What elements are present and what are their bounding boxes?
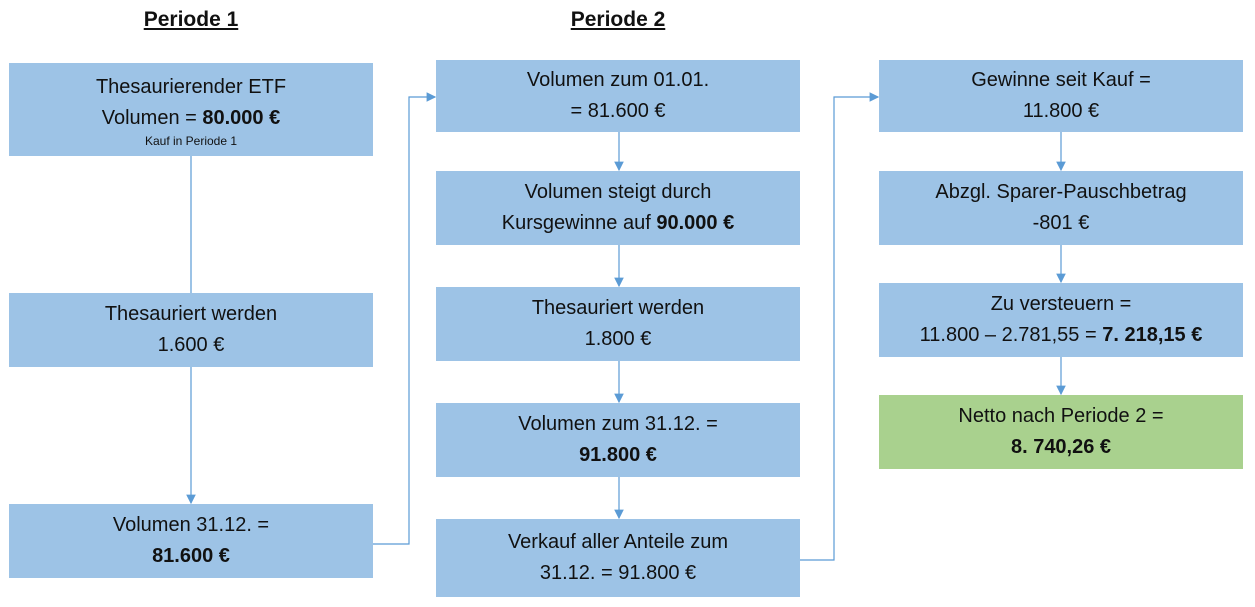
line: Thesaurierender ETF xyxy=(95,75,287,98)
text: Kursgewinne auf xyxy=(501,212,657,234)
period1-header: Periode 1 xyxy=(143,8,239,31)
gains-box: Gewinne seit Kauf = 11.800 € xyxy=(879,60,1243,132)
period2-header: Periode 2 xyxy=(570,8,666,31)
thesauriert-p1-box: Thesauriert werden 1.600 € xyxy=(9,293,373,367)
value: 8. 740,26 € xyxy=(1010,436,1112,458)
value: 1.600 € xyxy=(157,334,225,356)
line: 11.800 – 2.781,55 = 7. 218,15 € xyxy=(920,320,1203,351)
net-result-box: Netto nach Periode 2 = 8. 740,26 € xyxy=(879,395,1243,469)
text: 11.800 – 2.781,55 = xyxy=(919,324,1103,346)
line: Abzgl. Sparer-Pauschbetrag xyxy=(935,181,1187,203)
volume-start-p2-box: Volumen zum 01.01. = 81.600 € xyxy=(436,60,800,132)
sale-box: Verkauf aller Anteile zum 31.12. = 91.80… xyxy=(436,519,800,597)
arrow xyxy=(373,92,437,545)
value: 81.600 € xyxy=(152,545,230,567)
value: = 81.600 € xyxy=(570,100,666,122)
value: 11.800 € xyxy=(1022,100,1100,122)
text: Volumen = xyxy=(101,106,203,129)
etf-box: Thesaurierender ETF Volumen = 80.000 € K… xyxy=(9,63,373,156)
taxable-box: Zu versteuern = 11.800 – 2.781,55 = 7. 2… xyxy=(879,283,1243,357)
line: Volumen zum 01.01. xyxy=(526,69,710,91)
value: 1.800 € xyxy=(584,328,652,350)
volume-end-p2-box: Volumen zum 31.12. = 91.800 € xyxy=(436,403,800,477)
arrow xyxy=(800,92,880,561)
allowance-box: Abzgl. Sparer-Pauschbetrag -801 € xyxy=(879,171,1243,245)
value: 91.800 € xyxy=(579,444,657,466)
value: -801 € xyxy=(1032,212,1090,234)
price-gain-box: Volumen steigt durch Kursgewinne auf 90.… xyxy=(436,171,800,245)
line: Netto nach Periode 2 = xyxy=(958,405,1164,427)
value: 31.12. = 91.800 € xyxy=(539,562,697,584)
value: 90.000 € xyxy=(656,212,735,234)
line: Thesauriert werden xyxy=(531,297,705,319)
note: Kauf in Periode 1 xyxy=(144,133,238,148)
value: 7. 218,15 € xyxy=(1102,324,1203,346)
line: Volumen steigt durch xyxy=(524,181,712,203)
line: Gewinne seit Kauf = xyxy=(971,69,1151,91)
line: Volumen = 80.000 € xyxy=(102,103,280,134)
line: Volumen 31.12. = xyxy=(112,514,270,536)
value: 80.000 € xyxy=(202,106,281,129)
line: Thesauriert werden xyxy=(104,303,278,325)
line: Zu versteuern = xyxy=(990,293,1132,315)
thesauriert-p2-box: Thesauriert werden 1.800 € xyxy=(436,287,800,361)
line: Verkauf aller Anteile zum xyxy=(507,531,729,553)
line: Volumen zum 31.12. = xyxy=(518,413,718,435)
line: Kursgewinne auf 90.000 € xyxy=(502,208,734,239)
volume-end-p1-box: Volumen 31.12. = 81.600 € xyxy=(9,504,373,578)
